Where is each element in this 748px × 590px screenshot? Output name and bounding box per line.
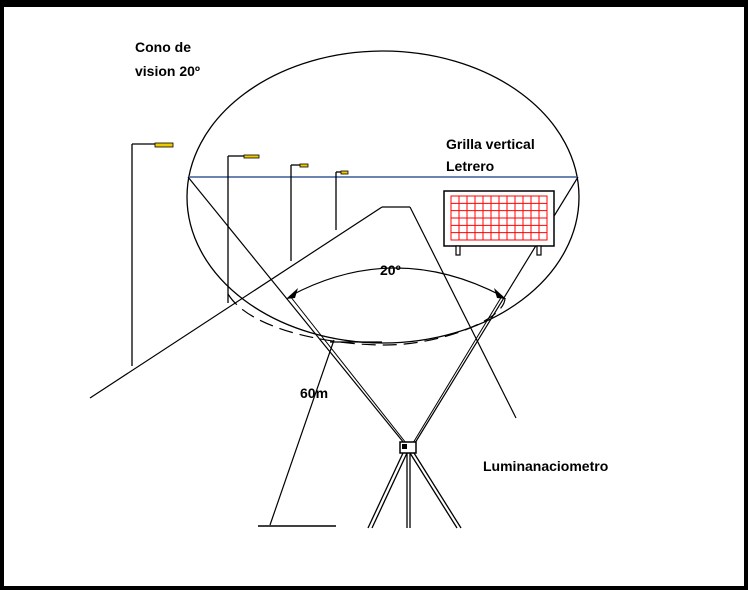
lamp-post-4 [335,170,349,230]
sign-grid [451,196,547,240]
road-edge-right [409,206,517,419]
instrument-label: Luminanaciometro [483,458,608,474]
lamp-post-3 [290,163,309,261]
inner-ray-left [289,295,407,444]
angle-arrow-right [494,288,506,299]
grid-label-line2: Letrero [446,158,494,174]
distance-label: 60m [300,385,328,401]
grid-label-line1: Grilla vertical [446,136,535,152]
lamp-post-1 [131,142,174,366]
angle-arc [289,267,503,297]
inner-ray-right [412,295,503,444]
luminance-meter-tripod [367,441,462,529]
lamp-post-2 [227,154,260,303]
distance-line [269,339,335,526]
road-edge-left [89,206,383,399]
luminance-meter-device [399,441,417,454]
angle-label: 20º [380,262,401,278]
vision-cone-ellipse [186,50,580,344]
cone-ray-left [187,176,405,444]
angle-arrow-left [286,288,298,299]
sign-board [443,190,555,256]
cone-label-line2: vision 20º [135,63,200,79]
ground-ellipse-dashed [227,293,506,346]
cone-label-line1: Cono de [135,39,191,55]
